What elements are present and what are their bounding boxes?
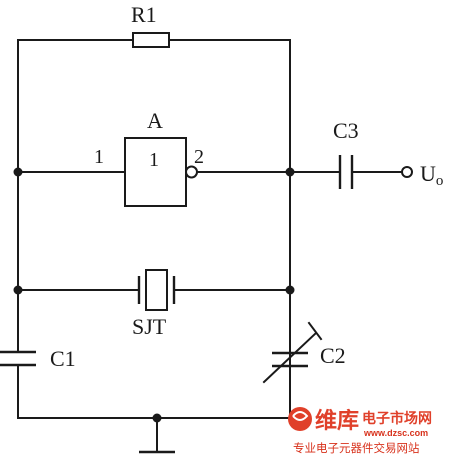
junction-ground [152,413,162,423]
watermark-brand: 维库 [315,408,359,434]
watermark-site: 电子市场网 [362,410,432,427]
junction-left-crystal [13,285,23,295]
gate-label: A [147,108,163,133]
output-label: Uo [420,161,443,189]
crystal-label: SJT [132,314,167,339]
c1-label: C1 [50,346,76,371]
output-terminal [401,166,413,178]
resistor-r1 [132,32,170,48]
output-label-main: U [420,161,436,186]
output-label-subscript: o [436,173,444,189]
gate-function-label: 1 [149,149,159,171]
crystal-sjt [145,269,168,311]
gate-input-pin-label: 1 [94,146,104,168]
watermark-logo: 维库 电子市场网 www.dzsc.com 专业电子元器件交易网站 [288,407,432,455]
junction-right-gate [285,167,295,177]
gate-output-pin-label: 2 [194,146,204,168]
c2-label: C2 [320,343,346,368]
r1-label: R1 [131,2,157,27]
capacitor-c2-trim-arrow-tip [307,321,323,341]
inverter-bubble [185,165,198,179]
watermark-url: www.dzsc.com [363,428,428,438]
junctions [13,167,295,423]
junction-right-crystal [285,285,295,295]
watermark-icon-swirl [292,411,309,421]
junction-left-gate [13,167,23,177]
wires [17,39,403,454]
capacitor-c2-trim-arrow [262,331,318,384]
watermark-tagline: 专业电子元器件交易网站 [293,441,420,455]
c3-label: C3 [333,118,359,143]
